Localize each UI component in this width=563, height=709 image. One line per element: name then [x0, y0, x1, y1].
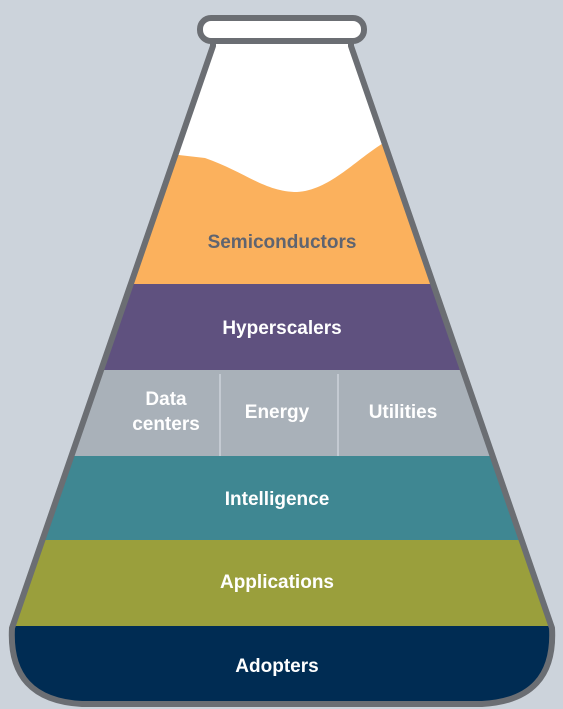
energy-label: Energy — [245, 402, 310, 423]
layer-adopters-band — [11, 626, 553, 704]
layer-applications-band — [11, 540, 553, 626]
flask-outline — [8, 37, 556, 707]
layer-semiconductors-label: Semiconductors — [208, 232, 357, 253]
layer-applications-label: Applications — [220, 572, 334, 593]
layer-intelligence-label: Intelligence — [225, 489, 330, 510]
layer-hyperscalers-label: Hyperscalers — [222, 318, 341, 339]
utilities-label: Utilities — [369, 402, 438, 423]
data-centers-label-line-1: Data — [145, 389, 187, 410]
data-centers-label-line-2: centers — [132, 414, 200, 435]
layer-intelligence-band — [11, 456, 553, 540]
layer-infrastructure-band — [11, 370, 553, 456]
layer-adopters-label: Adopters — [235, 656, 318, 677]
flask-lip — [197, 15, 367, 44]
